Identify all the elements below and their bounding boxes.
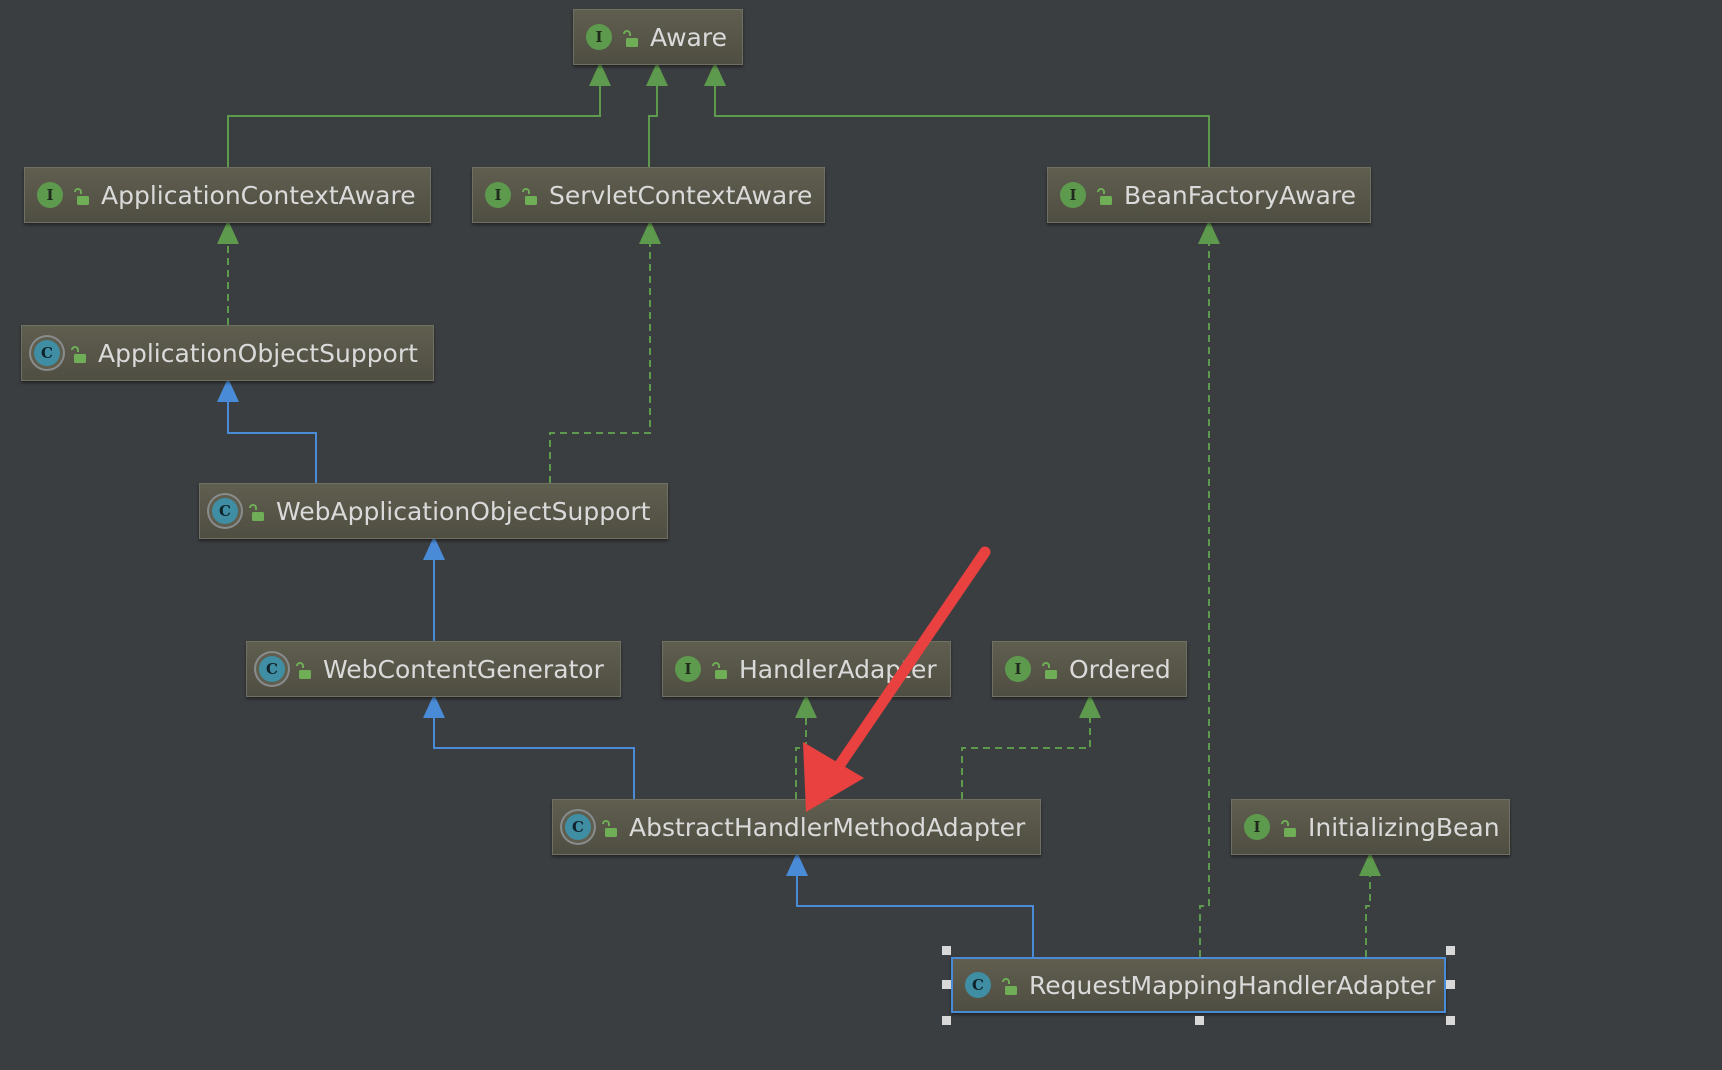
arrowhead-icon (704, 62, 726, 86)
selection-handle[interactable] (942, 1016, 951, 1025)
selection-handle[interactable] (1194, 1016, 1204, 1025)
interface-badge-icon: I (1005, 656, 1031, 682)
selection-handle[interactable] (1446, 980, 1455, 989)
public-lock-icon (1094, 185, 1114, 205)
arrowhead-icon (1359, 852, 1381, 876)
arrowhead-icon (423, 694, 445, 718)
public-lock-icon (599, 817, 619, 837)
node-abstract-handler-method-adapter[interactable]: C AbstractHandlerMethodAdapter (552, 799, 1041, 855)
arrowhead-icon (795, 694, 817, 718)
node-application-context-aware[interactable]: I ApplicationContextAware (24, 167, 431, 223)
edge-servlet-context-aware-to-aware (648, 66, 658, 167)
arrowhead-icon (589, 62, 611, 86)
selection-handle[interactable] (942, 946, 951, 955)
node-bean-factory-aware[interactable]: I BeanFactoryAware (1047, 167, 1371, 223)
edge-abstract-handler-method-adapter-to-handler-adapter (795, 698, 807, 799)
interface-badge-icon: I (675, 656, 701, 682)
node-handler-adapter[interactable]: I HandlerAdapter (662, 641, 951, 697)
node-label: RequestMappingHandlerAdapter (1029, 970, 1436, 1000)
arrowhead-icon (217, 220, 239, 244)
interface-badge-icon: I (485, 182, 511, 208)
node-ordered[interactable]: I Ordered (992, 641, 1187, 697)
selection-handle[interactable] (1446, 1016, 1455, 1025)
selection-handle[interactable] (942, 980, 951, 989)
node-label: BeanFactoryAware (1124, 180, 1356, 210)
node-label: WebApplicationObjectSupport (276, 496, 651, 526)
edge-web-application-object-support-to-application-object-support (227, 382, 317, 483)
public-lock-icon (709, 659, 729, 679)
node-web-content-generator[interactable]: C WebContentGenerator (246, 641, 621, 697)
interface-badge-icon: I (1244, 814, 1270, 840)
arrowhead-icon (1079, 694, 1101, 718)
public-lock-icon (519, 185, 539, 205)
public-lock-icon (1039, 659, 1059, 679)
abstract-class-badge-icon: C (565, 814, 591, 840)
node-label: HandlerAdapter (739, 654, 937, 684)
node-label: AbstractHandlerMethodAdapter (629, 812, 1026, 842)
edge-request-mapping-handler-adapter-to-abstract-handler-method-adapter (796, 856, 1034, 957)
edge-application-context-aware-to-aware (227, 66, 601, 167)
node-label: ApplicationContextAware (101, 180, 416, 210)
public-lock-icon (1278, 817, 1298, 837)
interface-badge-icon: I (37, 182, 63, 208)
public-lock-icon (68, 343, 88, 363)
edge-request-mapping-handler-adapter-to-bean-factory-aware (1199, 224, 1210, 957)
edge-bean-factory-aware-to-aware (714, 66, 1210, 167)
arrowhead-icon (786, 852, 808, 876)
public-lock-icon (71, 185, 91, 205)
edge-request-mapping-handler-adapter-to-initializing-bean (1365, 856, 1371, 957)
node-label: WebContentGenerator (323, 654, 604, 684)
interface-badge-icon: I (1060, 182, 1086, 208)
edge-abstract-handler-method-adapter-to-web-content-generator (433, 698, 635, 799)
edge-abstract-handler-method-adapter-to-ordered (961, 698, 1091, 799)
node-label: Ordered (1069, 654, 1171, 684)
interface-badge-icon: I (586, 24, 612, 50)
node-application-object-support[interactable]: C ApplicationObjectSupport (21, 325, 434, 381)
arrowhead-icon (423, 536, 445, 560)
arrowhead-icon (639, 220, 661, 244)
public-lock-icon (999, 975, 1019, 995)
abstract-class-badge-icon: C (212, 498, 238, 524)
node-label: ApplicationObjectSupport (98, 338, 418, 368)
arrowhead-icon (1198, 220, 1220, 244)
edge-web-application-object-support-to-servlet-context-aware (549, 224, 651, 483)
node-label: Aware (650, 22, 727, 52)
node-servlet-context-aware[interactable]: I ServletContextAware (472, 167, 825, 223)
node-initializing-bean[interactable]: I InitializingBean (1231, 799, 1510, 855)
arrowhead-icon (217, 378, 239, 402)
abstract-class-badge-icon: C (259, 656, 285, 682)
class-badge-icon: C (965, 972, 991, 998)
selection-handle[interactable] (1446, 946, 1455, 955)
public-lock-icon (620, 27, 640, 47)
node-label: ServletContextAware (549, 180, 813, 210)
node-aware[interactable]: I Aware (573, 9, 743, 65)
node-web-application-object-support[interactable]: C WebApplicationObjectSupport (199, 483, 668, 539)
arrowhead-icon (646, 62, 668, 86)
node-label: InitializingBean (1308, 812, 1500, 842)
public-lock-icon (246, 501, 266, 521)
public-lock-icon (293, 659, 313, 679)
node-request-mapping-handler-adapter[interactable]: C RequestMappingHandlerAdapter (951, 957, 1446, 1013)
abstract-class-badge-icon: C (34, 340, 60, 366)
